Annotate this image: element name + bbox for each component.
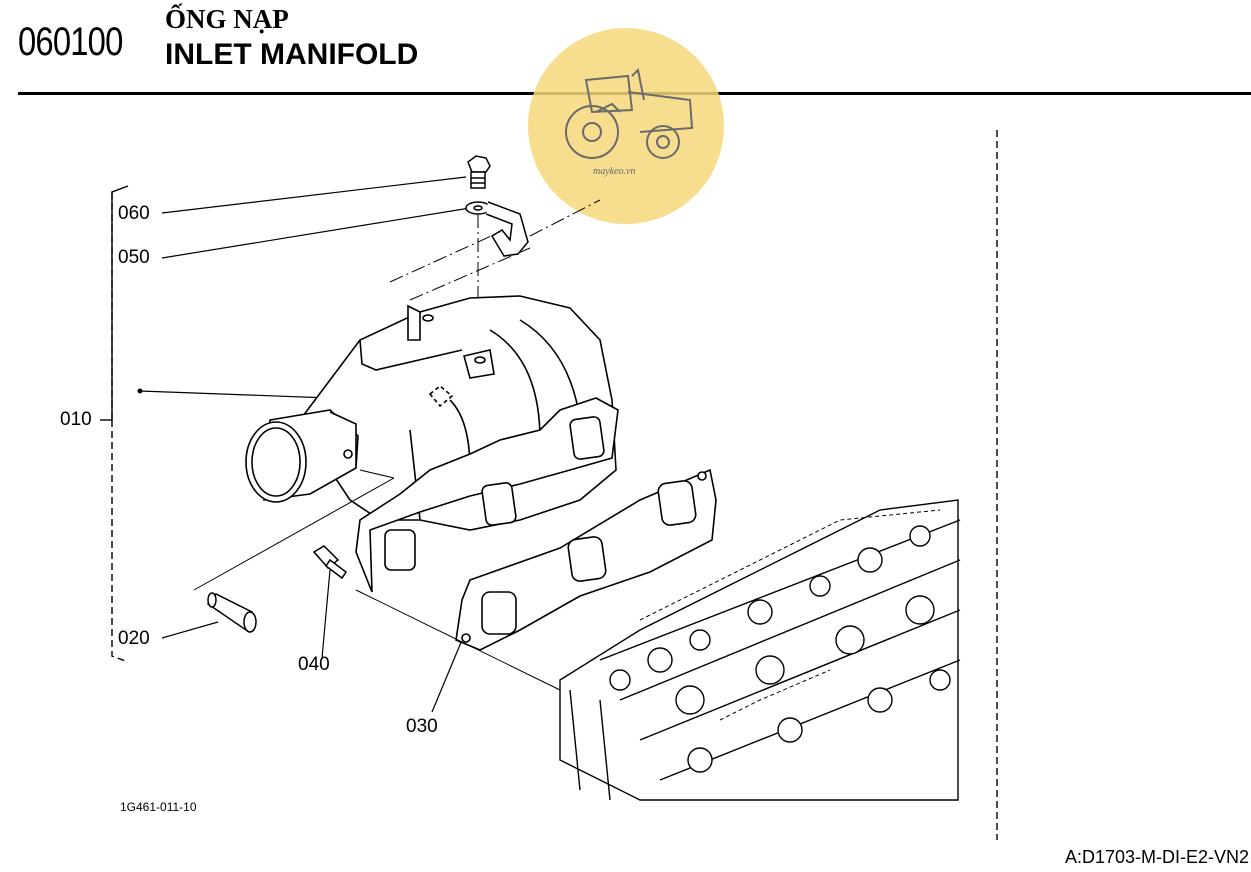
model-code: A:D1703-M-DI-E2-VN2 [1064, 847, 1249, 867]
callout-040: 040 [298, 654, 330, 675]
watermark-logo [528, 28, 724, 224]
group-bracket [100, 185, 129, 663]
leader-lines [139, 176, 471, 713]
gasket-030 [455, 468, 717, 651]
title-english: INLET MANIFOLD [165, 38, 419, 71]
clamp-050 [465, 201, 529, 257]
inlet-pipe [245, 409, 359, 503]
callout-010: 010 [60, 409, 92, 430]
watermark-text: maykeo.vn [593, 166, 636, 177]
drawing-id: 1G461-011-10 [120, 800, 197, 814]
cylinder-head [559, 499, 961, 801]
pipe-020 [206, 592, 257, 633]
stud-040 [312, 545, 348, 580]
callout-050: 050 [118, 247, 150, 268]
callout-060: 060 [118, 203, 150, 224]
section-code: 060100 [18, 20, 123, 64]
bolt-060 [467, 155, 491, 189]
tractor-icon [565, 67, 694, 159]
title-vietnamese: ỐNG NẠP [165, 4, 289, 34]
callout-020: 020 [118, 628, 150, 649]
manifold-flange [355, 397, 619, 593]
callout-030: 030 [406, 716, 438, 737]
